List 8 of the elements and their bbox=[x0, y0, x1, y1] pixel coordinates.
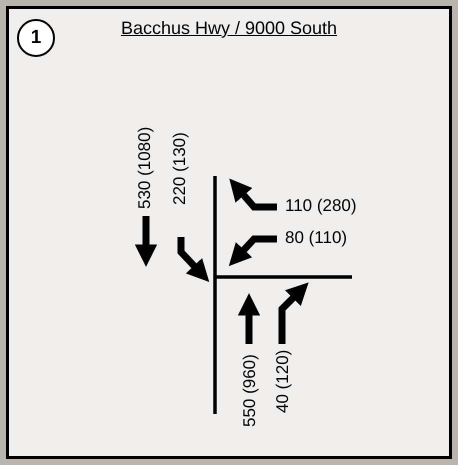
traffic-volume-label: 220 (130) bbox=[170, 132, 190, 205]
traffic-volume-label: 530 (1080) bbox=[135, 126, 155, 209]
traffic-volume-label: 40 (120) bbox=[273, 350, 293, 413]
traffic-volume-label: 110 (280) bbox=[285, 196, 357, 216]
intersection-title: Bacchus Hwy / 9000 South bbox=[120, 17, 338, 39]
traffic-volume-label: 80 (110) bbox=[285, 228, 348, 248]
traffic-volume-label: 550 (960) bbox=[240, 354, 260, 427]
callout-number: 1 bbox=[17, 19, 55, 57]
